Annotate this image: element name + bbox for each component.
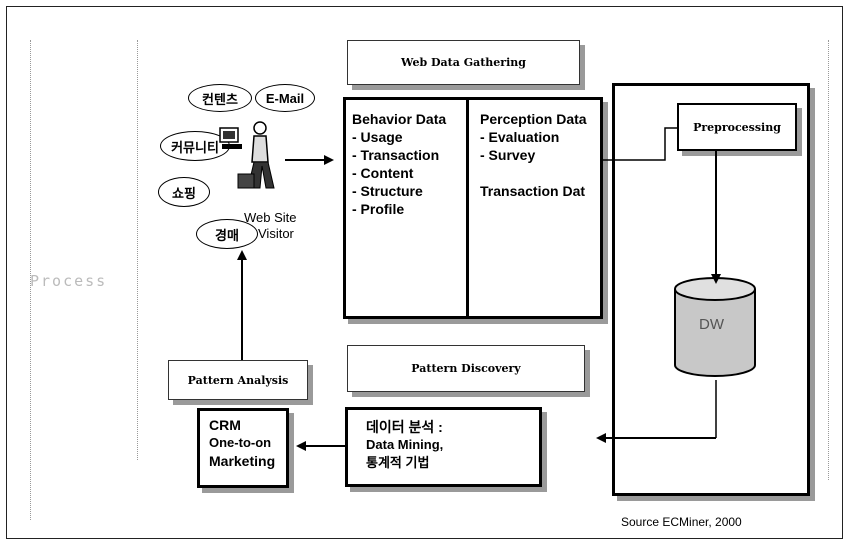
line-perception-to-preprocessing	[603, 128, 677, 160]
source-caption: Source ECMiner, 2000	[621, 515, 742, 529]
